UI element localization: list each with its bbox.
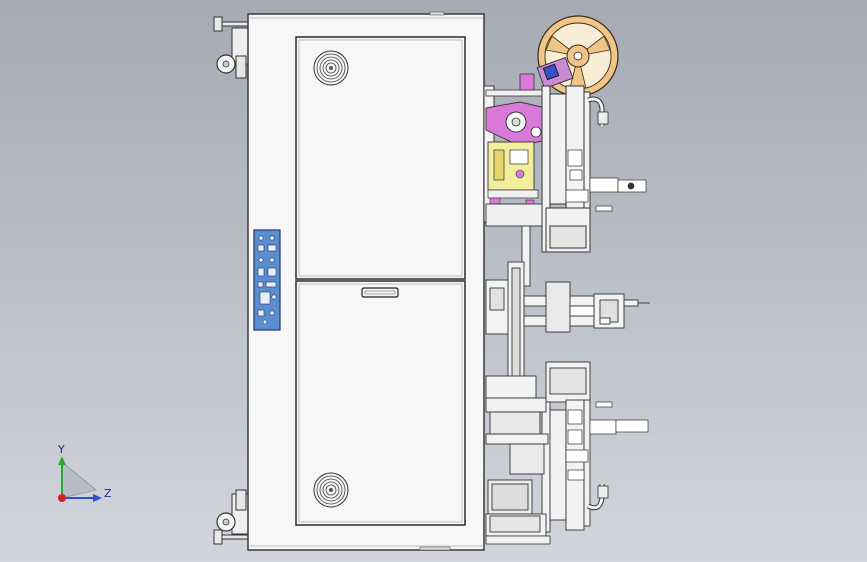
z-axis-label: Z — [104, 487, 112, 500]
caster-wheel-bottom — [216, 489, 249, 535]
upper-module-frame — [541, 85, 591, 253]
fan-vent-top — [313, 50, 349, 86]
control-panel[interactable] — [253, 229, 281, 331]
middle-actuator-module — [485, 261, 650, 387]
yellow-guide-block — [487, 141, 539, 209]
fan-vent-bottom — [313, 472, 349, 508]
door-handle[interactable] — [361, 287, 399, 298]
air-hose-bottom — [586, 484, 609, 511]
lower-module-frame — [485, 361, 591, 537]
pink-roller-bracket — [485, 101, 547, 147]
y-axis-label: Y — [57, 443, 65, 456]
x-axis-origin — [58, 494, 66, 502]
caster-wheel-top — [216, 27, 249, 79]
air-hose-top — [587, 96, 609, 126]
mechanism-assembly[interactable] — [483, 15, 650, 545]
cabinet[interactable] — [213, 11, 485, 551]
coordinate-triad: Y Z — [57, 443, 112, 502]
